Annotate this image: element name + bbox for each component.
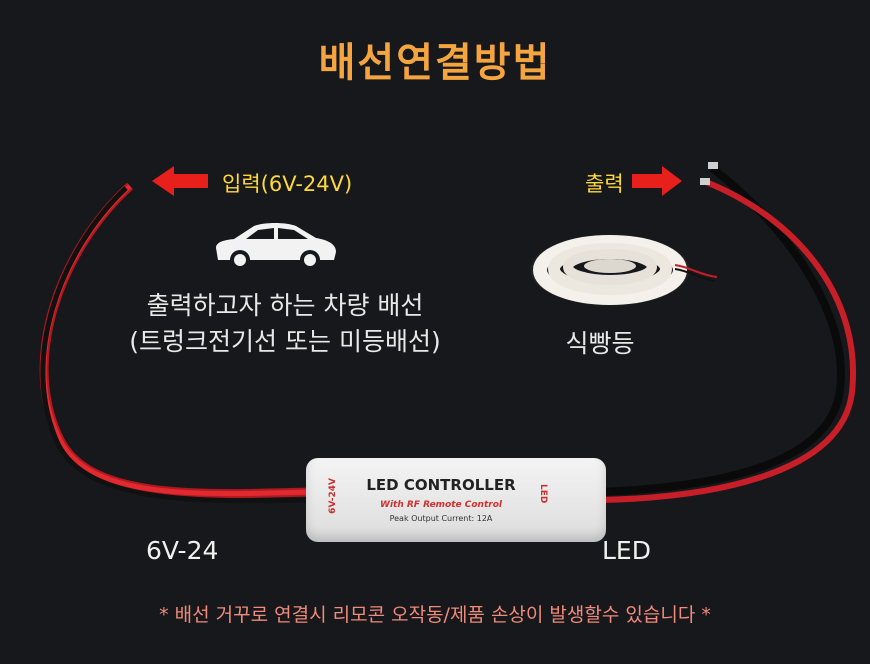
controller-sub-label: With RF Remote Control <box>380 500 502 510</box>
led-strip-icon <box>530 234 718 306</box>
left-black-wire <box>40 186 311 504</box>
right-wire-tip-red <box>700 178 710 185</box>
arrow-right-icon <box>632 166 682 196</box>
right-red-wire <box>599 179 857 503</box>
car-caption: 출력하고자 하는 차량 배선 (트렁크전기선 또는 미등배선) <box>90 288 480 360</box>
controller-main-label: LED CONTROLLER <box>366 476 516 494</box>
right-black-wire <box>599 164 845 496</box>
arrow-left-icon <box>152 166 208 196</box>
led-controller: 6V-24V LED LED CONTROLLER With RF Remote… <box>306 458 606 542</box>
output-label: 출력 <box>585 172 624 196</box>
controller-right-side-label: LED <box>538 484 548 504</box>
controller-left-side-label: 6V-24V <box>328 478 338 514</box>
right-wire-tip <box>708 162 718 169</box>
car-caption-line1: 출력하고자 하는 차량 배선 <box>146 291 424 320</box>
warning-text: * 배선 거꾸로 연결시 리모콘 오작동/제품 손상이 발생할수 있습니다 * <box>159 604 711 626</box>
page-title: 배선연결방법 <box>318 40 552 86</box>
strip-caption: 식빵등 <box>565 329 635 358</box>
right-port-label: LED <box>602 536 651 565</box>
left-port-label: 6V-24 <box>146 536 219 565</box>
car-icon <box>216 223 336 270</box>
car-caption-line2: (트렁크전기선 또는 미등배선) <box>129 327 441 356</box>
input-label: 입력(6V-24V) <box>222 172 353 196</box>
controller-rating: Peak Output Current: 12A <box>389 514 493 523</box>
